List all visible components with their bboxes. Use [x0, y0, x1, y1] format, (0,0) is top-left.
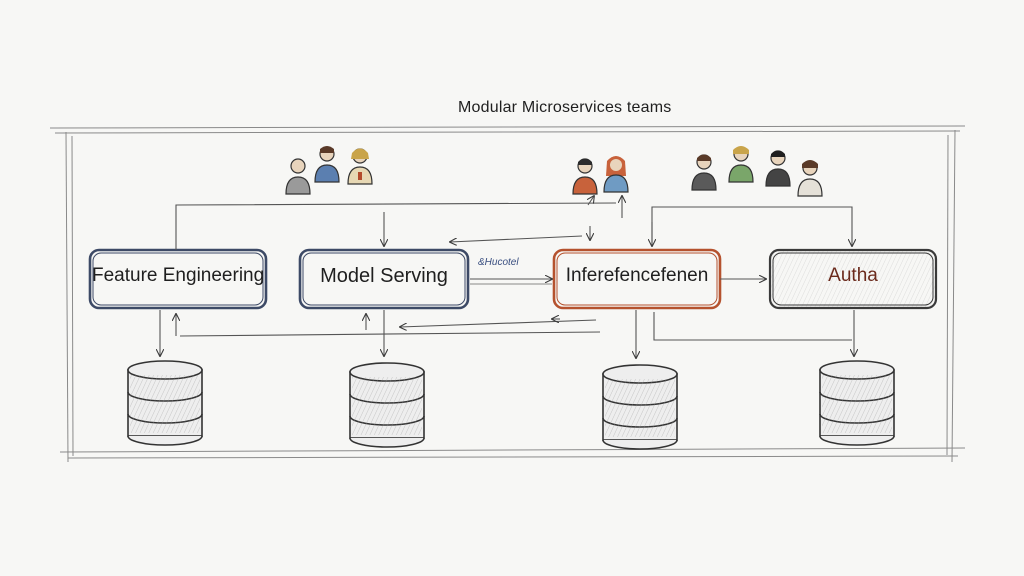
- person-icon: [691, 154, 717, 191]
- team-icon-group-3: [691, 146, 823, 197]
- person-icon: [603, 156, 629, 193]
- team-icon-group-1: [285, 146, 373, 195]
- auth-label: Autha: [828, 265, 878, 286]
- person-icon: [572, 158, 598, 195]
- outer-frame: [49, 125, 966, 463]
- diagram-title: Modular Microservices teams: [458, 99, 672, 116]
- person-icon: [285, 158, 311, 195]
- connectors: [160, 196, 854, 358]
- service-box-feature-engineering: [88, 248, 268, 310]
- database-icon: [349, 362, 425, 448]
- database-icon: [602, 364, 678, 450]
- connector-label: &Hucotel: [478, 257, 519, 268]
- database-icon: [819, 360, 895, 446]
- person-icon: [728, 146, 754, 183]
- service-box-auth: [768, 248, 938, 310]
- inference-label: Inferefencefenen: [565, 265, 709, 286]
- database-icon: [127, 360, 203, 446]
- person-icon: [797, 160, 823, 197]
- service-box-model-serving: [298, 248, 470, 310]
- model-serving-label: Model Serving: [320, 265, 448, 287]
- feature-engineering-label: Feature Engineering: [92, 265, 265, 286]
- person-icon: [347, 148, 373, 185]
- person-icon: [765, 150, 791, 187]
- person-icon: [314, 146, 340, 183]
- team-icon-group-2: [572, 156, 629, 195]
